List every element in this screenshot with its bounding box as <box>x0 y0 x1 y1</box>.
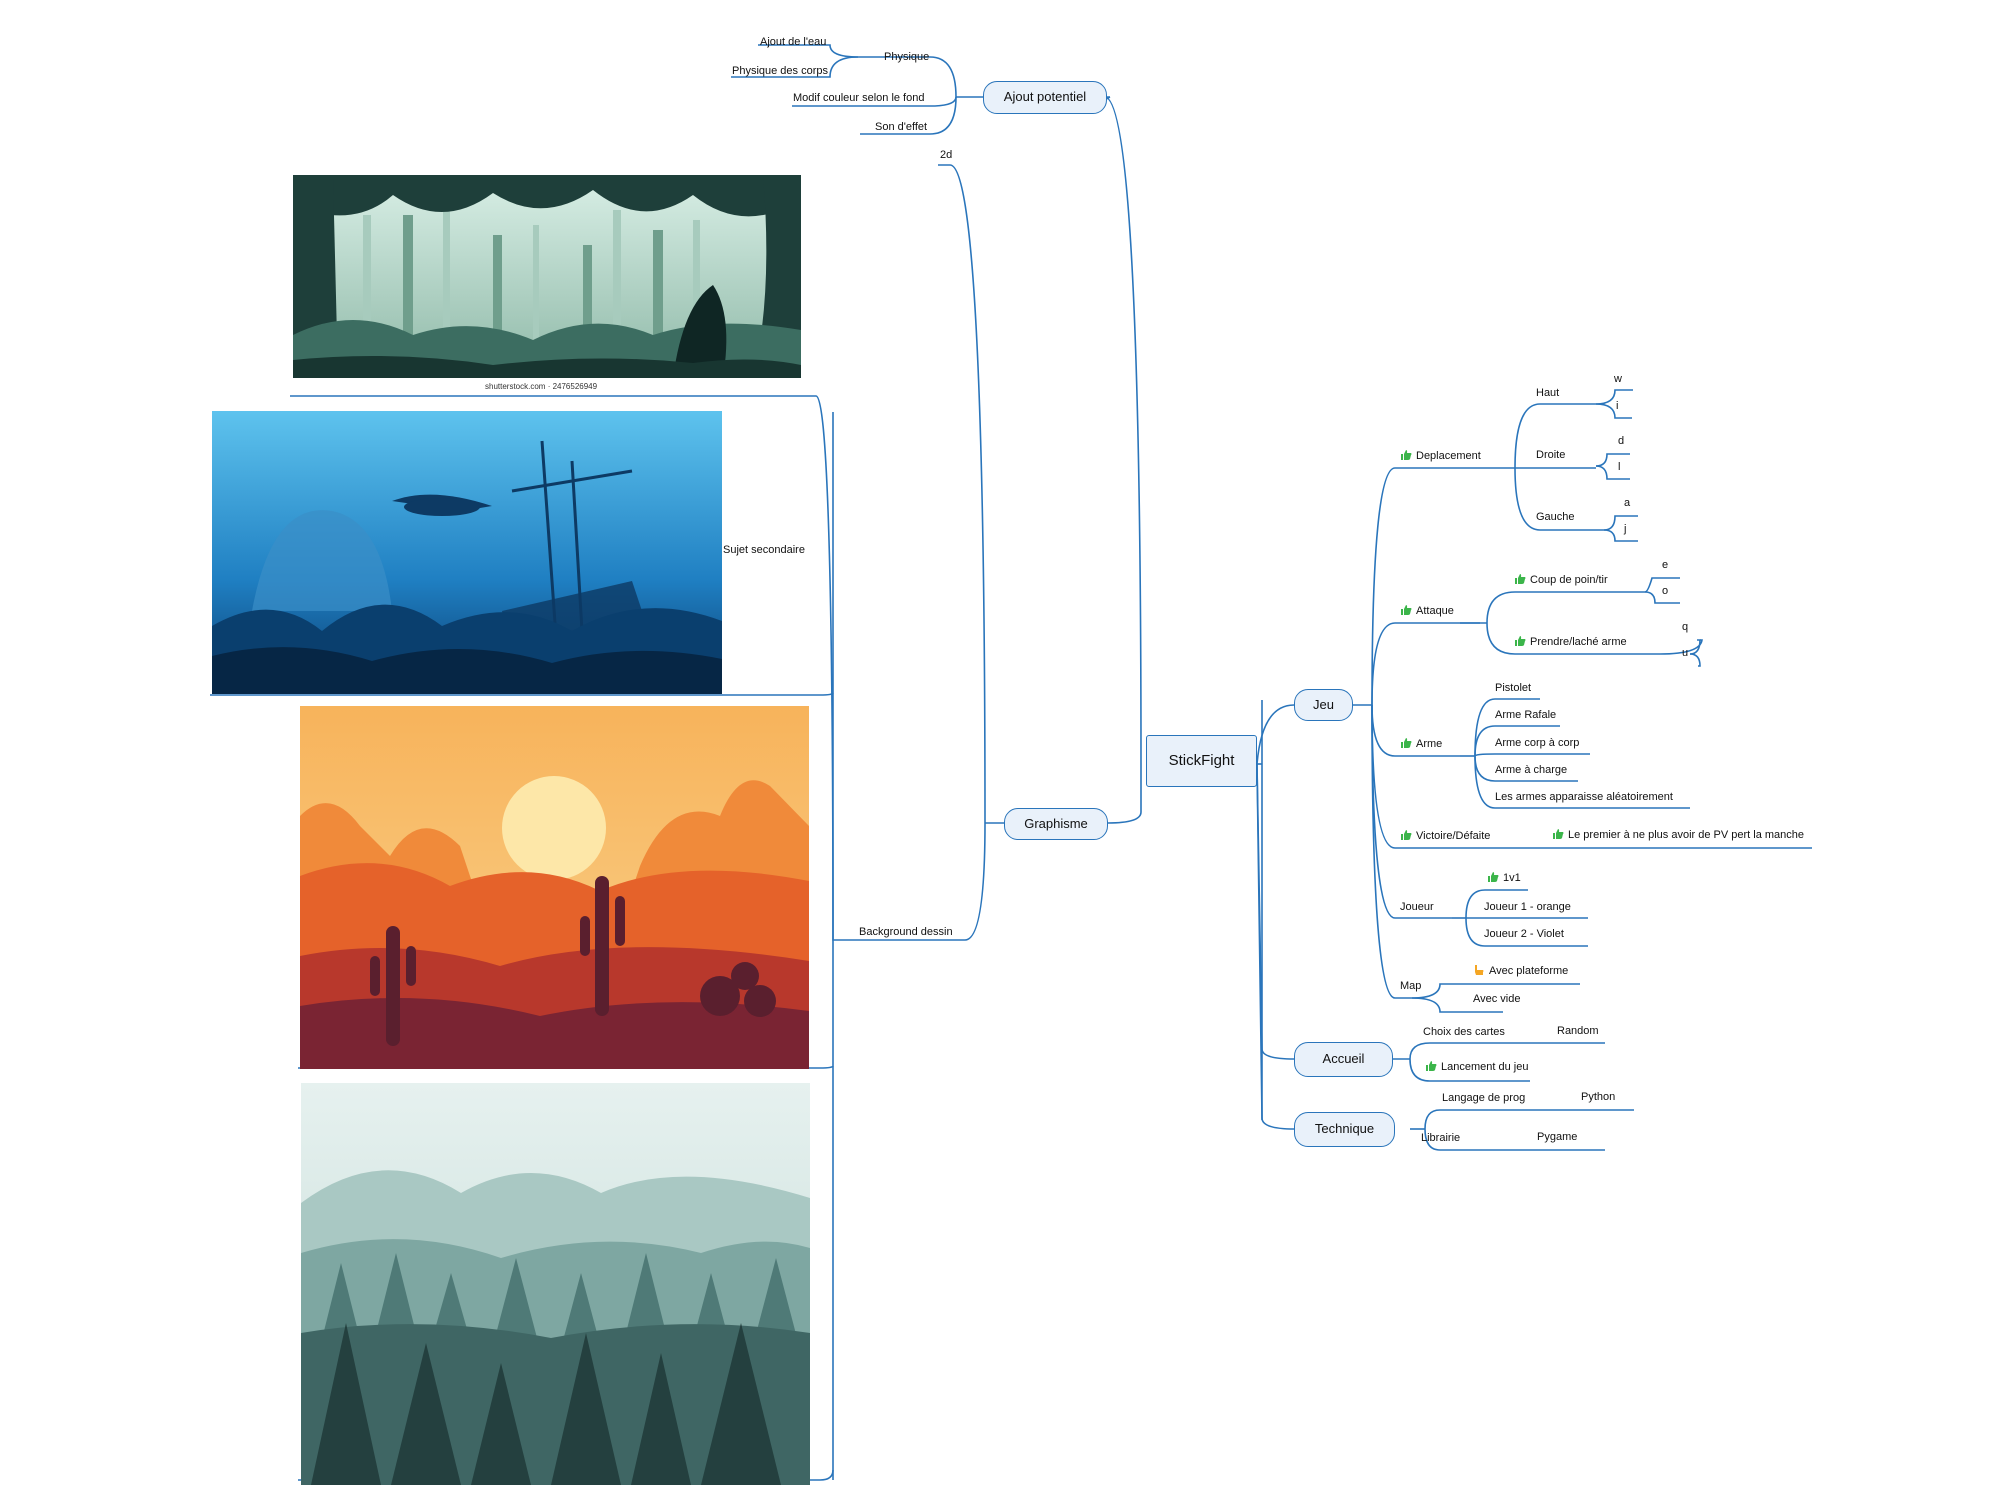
thumbs-up-icon <box>1400 737 1412 749</box>
underwater-illustration <box>212 411 722 694</box>
thumbs-up-icon <box>1425 1060 1437 1072</box>
desert-illustration <box>300 706 809 1069</box>
image-caption: shutterstock.com · 2476526949 <box>485 382 598 391</box>
root-topic-label: StickFight <box>1168 752 1235 769</box>
thumbs-up-icon <box>1400 604 1412 616</box>
subtopic-librairie[interactable]: Librairie <box>1421 1132 1461 1144</box>
topic-accueil[interactable]: Accueil <box>1294 1042 1393 1077</box>
subtopic-2d[interactable]: 2d <box>940 149 953 161</box>
subtopic-gauche[interactable]: Gauche <box>1536 511 1575 523</box>
desert-background-image <box>300 706 809 1069</box>
key-q[interactable]: q <box>1682 621 1689 633</box>
topic-jeu[interactable]: Jeu <box>1294 689 1353 721</box>
thumbs-up-icon <box>1400 449 1412 461</box>
subtopic-joueur-1[interactable]: Joueur 1 - orange <box>1484 901 1571 913</box>
thumbs-up-icon <box>1514 635 1526 647</box>
subtopic-arme-corp[interactable]: Arme corp à corp <box>1495 737 1580 749</box>
subtopic-deplacement[interactable]: Deplacement <box>1400 449 1481 463</box>
thumbs-up-icon <box>1487 871 1499 883</box>
topic-technique[interactable]: Technique <box>1294 1112 1395 1147</box>
topic-ajout-potentiel[interactable]: Ajout potentiel <box>983 81 1107 114</box>
subtopic-arme-charge[interactable]: Arme à charge <box>1495 764 1568 776</box>
subtopic-map[interactable]: Map <box>1400 980 1422 992</box>
thumbs-up-icon <box>1400 829 1412 841</box>
subtopic-haut[interactable]: Haut <box>1536 387 1560 399</box>
subtopic-avec-plateforme[interactable]: Avec plateforme <box>1473 964 1568 978</box>
key-d[interactable]: d <box>1618 435 1625 447</box>
subtopic-modif-couleur[interactable]: Modif couleur selon le fond <box>793 92 925 104</box>
thumbs-up-icon <box>1514 573 1526 585</box>
subtopic-arme-rafale[interactable]: Arme Rafale <box>1495 709 1557 721</box>
thumbs-up-icon <box>1552 828 1564 840</box>
subtopic-avec-vide[interactable]: Avec vide <box>1473 993 1521 1005</box>
subtopic-physique[interactable]: Physique <box>884 51 930 63</box>
subtopic-joueur-2[interactable]: Joueur 2 - Violet <box>1484 928 1564 940</box>
subtopic-lancement-jeu[interactable]: Lancement du jeu <box>1425 1060 1528 1074</box>
key-e[interactable]: e <box>1662 559 1669 571</box>
topic-graphisme-label: Graphisme <box>1024 816 1088 831</box>
subtopic-background-dessin[interactable]: Background dessin <box>859 926 953 938</box>
subtopic-langage-prog[interactable]: Langage de prog <box>1442 1092 1526 1104</box>
key-u[interactable]: u <box>1682 647 1689 659</box>
key-i[interactable]: i <box>1616 400 1619 412</box>
subtopic-python[interactable]: Python <box>1581 1091 1616 1103</box>
key-w[interactable]: w <box>1614 373 1622 385</box>
subtopic-victoire-defaite[interactable]: Victoire/Défaite <box>1400 829 1490 843</box>
subtopic-random[interactable]: Random <box>1557 1025 1599 1037</box>
subtopic-arme[interactable]: Arme <box>1400 737 1442 751</box>
root-topic[interactable]: StickFight <box>1146 735 1257 787</box>
subtopic-son-effet[interactable]: Son d'effet <box>875 121 928 133</box>
subtopic-choix-cartes[interactable]: Choix des cartes <box>1423 1026 1505 1038</box>
jungle-illustration <box>293 175 801 378</box>
subtopic-physique-corps[interactable]: Physique des corps <box>732 65 828 77</box>
topic-ajout-potentiel-label: Ajout potentiel <box>1003 89 1087 104</box>
subtopic-coup-poin-tir[interactable]: Coup de poin/tir <box>1514 573 1608 587</box>
subtopic-attaque[interactable]: Attaque <box>1400 604 1454 618</box>
forest-background-image <box>301 1083 810 1485</box>
subtopic-pygame[interactable]: Pygame <box>1537 1131 1578 1143</box>
subtopic-ajout-eau[interactable]: Ajout de l'eau <box>760 36 827 48</box>
topic-graphisme[interactable]: Graphisme <box>1004 808 1108 840</box>
subtopic-joueur[interactable]: Joueur <box>1400 901 1434 913</box>
jungle-background-image <box>293 175 801 378</box>
subtopic-pistolet[interactable]: Pistolet <box>1495 682 1532 694</box>
topic-accueil-label: Accueil <box>1322 1051 1365 1066</box>
subtopic-1v1[interactable]: 1v1 <box>1487 871 1521 885</box>
subtopic-droite[interactable]: Droite <box>1536 449 1566 461</box>
pointing-hand-icon <box>1473 964 1485 976</box>
key-a[interactable]: a <box>1624 497 1631 509</box>
subtopic-prendre-lache-arme[interactable]: Prendre/laché arme <box>1514 635 1627 649</box>
subtopic-armes-aleatoire[interactable]: Les armes apparaisse aléatoirement <box>1495 791 1673 803</box>
topic-jeu-label: Jeu <box>1313 697 1334 712</box>
subtopic-sujet-secondaire[interactable]: Sujet secondaire <box>723 544 805 556</box>
subtopic-premier-pv[interactable]: Le premier à ne plus avoir de PV pert la… <box>1552 828 1804 842</box>
key-j[interactable]: j <box>1624 523 1627 535</box>
key-l[interactable]: l <box>1618 461 1621 473</box>
forest-illustration <box>301 1083 810 1485</box>
underwater-background-image <box>212 411 722 694</box>
topic-technique-label: Technique <box>1314 1121 1375 1136</box>
key-o[interactable]: o <box>1662 585 1669 597</box>
